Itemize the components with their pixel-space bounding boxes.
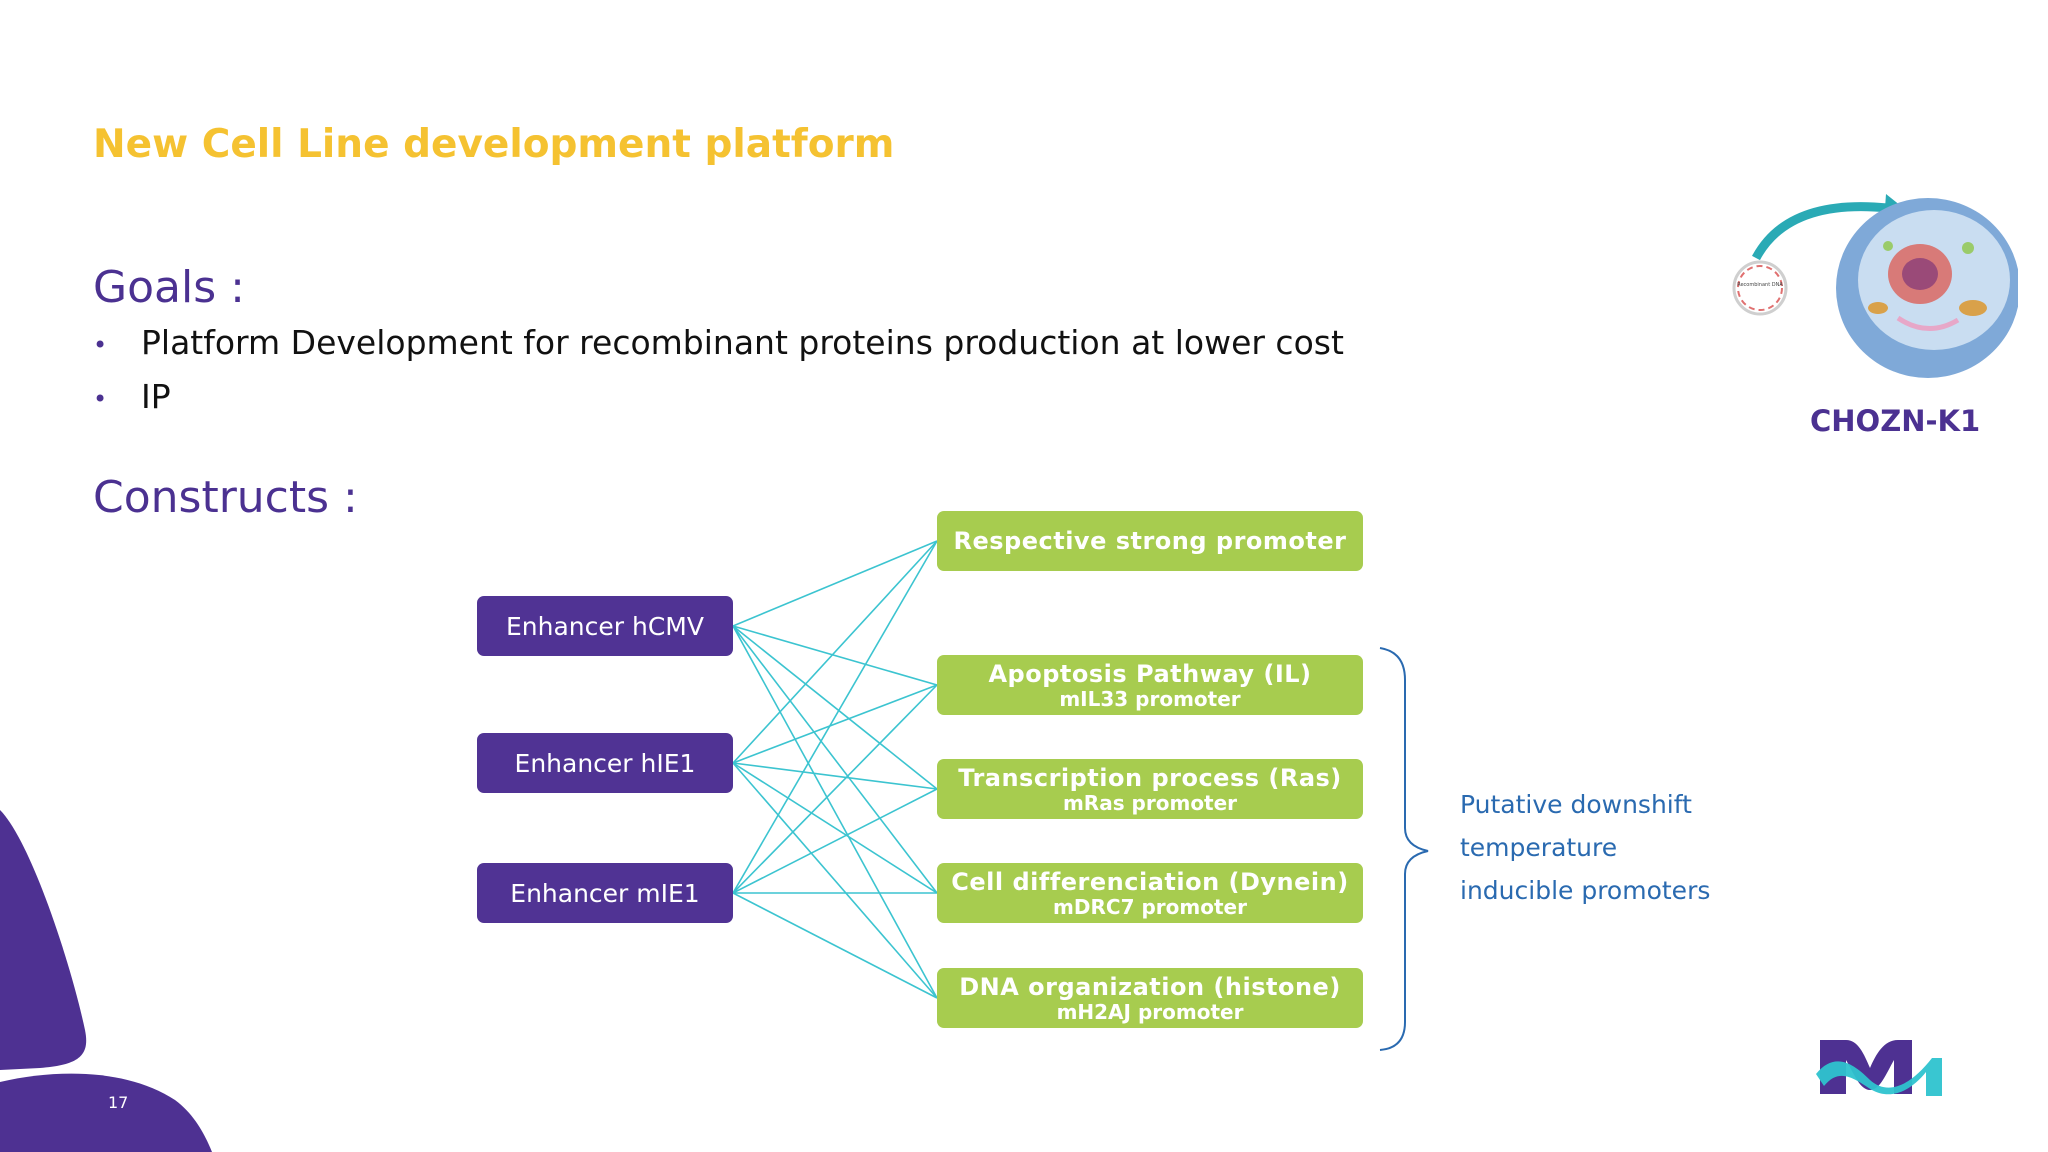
connector-line xyxy=(732,625,938,790)
connector-line xyxy=(732,625,938,894)
promoter-subtitle: mDRC7 promoter xyxy=(1053,895,1247,919)
bracket-shape xyxy=(1379,647,1429,1051)
bullet-icon: • xyxy=(93,330,108,359)
connector-line xyxy=(732,762,938,790)
promoter-box: DNA organization (histone) mH2AJ promote… xyxy=(937,968,1363,1028)
connector-line xyxy=(732,625,938,686)
enhancer-box: Enhancer hIE1 xyxy=(477,733,733,793)
goal-text: Platform Development for recombinant pro… xyxy=(141,323,1344,362)
merck-logo-icon xyxy=(1816,1040,1942,1096)
connector-line xyxy=(732,625,938,999)
promoter-title: Respective strong promoter xyxy=(953,527,1347,555)
note-line: Putative downshift xyxy=(1460,790,1692,819)
enhancer-box: Enhancer mIE1 xyxy=(477,863,733,923)
note-line: inducible promoters xyxy=(1460,876,1711,905)
promoter-title: Transcription process (Ras) xyxy=(958,764,1342,792)
connector-line xyxy=(732,762,938,999)
promoter-box: Respective strong promoter xyxy=(937,511,1363,571)
goals-heading: Goals : xyxy=(93,262,245,313)
corner-shape-decoration xyxy=(0,810,212,1152)
cell-illustration-icon: Recombinant DNA xyxy=(1732,194,2018,378)
promoter-box: Transcription process (Ras) mRas promote… xyxy=(937,759,1363,819)
promoter-title: DNA organization (histone) xyxy=(959,973,1341,1001)
promoter-subtitle: mH2AJ promoter xyxy=(1056,1000,1244,1024)
promoter-box: Cell differenciation (Dynein) mDRC7 prom… xyxy=(937,863,1363,923)
goal-text: IP xyxy=(141,377,171,416)
putative-note: Putative downshift temperature inducible… xyxy=(1460,783,1710,912)
connector-line xyxy=(732,892,938,999)
slide-title: New Cell Line development platform xyxy=(93,122,895,167)
connector-line xyxy=(732,788,938,894)
promoter-title: Cell differenciation (Dynein) xyxy=(951,868,1349,896)
connector-line xyxy=(732,762,938,894)
svg-text:Recombinant DNA: Recombinant DNA xyxy=(1737,282,1783,288)
promoter-title: Apoptosis Pathway (IL) xyxy=(988,660,1312,688)
enhancer-box: Enhancer hCMV xyxy=(477,596,733,656)
goal-item: • IP xyxy=(93,377,171,416)
connector-line xyxy=(732,540,938,627)
note-line: temperature xyxy=(1460,833,1618,862)
goal-item: • Platform Development for recombinant pr… xyxy=(93,323,1344,362)
constructs-heading: Constructs : xyxy=(93,472,358,523)
page-number: 17 xyxy=(108,1093,129,1112)
bullet-icon: • xyxy=(93,384,108,413)
promoter-subtitle: mRas promoter xyxy=(1062,791,1238,815)
promoter-box: Apoptosis Pathway (IL) mIL33 promoter xyxy=(937,655,1363,715)
connector-line xyxy=(732,540,938,764)
connector-line xyxy=(732,684,938,894)
cell-line-label: CHOZN-K1 xyxy=(1810,404,1981,438)
connector-line xyxy=(732,684,938,764)
promoter-subtitle: mIL33 promoter xyxy=(1059,687,1241,711)
connector-line xyxy=(732,540,938,894)
